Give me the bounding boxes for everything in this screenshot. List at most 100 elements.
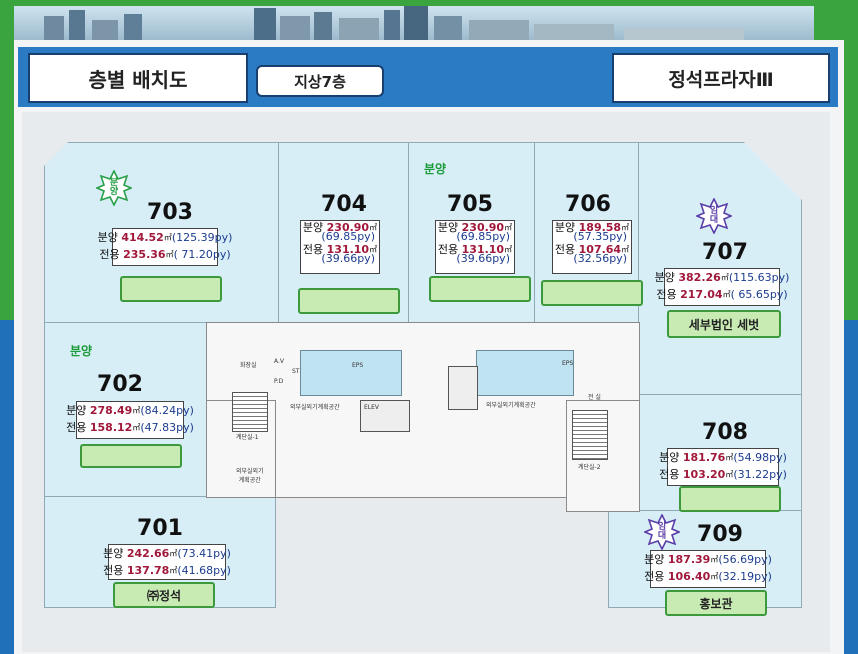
unit-number-704: 704 (321, 192, 367, 217)
sale-label: 분양 (554, 221, 576, 234)
tenant-tag-704 (298, 288, 400, 314)
use-py: (41.68py) (177, 564, 231, 577)
sale-badge-text: 분 양 (109, 178, 119, 197)
use-py: ( 71.20py) (173, 248, 231, 261)
use-label: 전용 (66, 421, 87, 434)
sale-py: (54.98py) (733, 451, 787, 464)
floor-label: 지상7층 (256, 65, 384, 97)
use-label: 전용 (554, 243, 576, 256)
core-eps-label-right: EPS (562, 360, 574, 367)
sale-area: 414.52 (121, 231, 164, 244)
use-area: 217.04 (680, 288, 723, 301)
tenant-tag-707: 세부법인 세벗 (667, 310, 781, 338)
sale-area: 187.39 (667, 553, 711, 566)
unit-suffix: ㎡ (369, 245, 378, 254)
unit-suffix: ㎡ (725, 470, 734, 479)
use-label: 전용 (99, 248, 120, 261)
sale-area: 242.66 (126, 547, 170, 560)
use-area: 103.20 (682, 468, 726, 481)
unit-number-703: 703 (147, 200, 193, 225)
tenant-tag-705 (429, 276, 531, 302)
tenant-tag-703 (120, 276, 222, 302)
use-py: (32.19py) (718, 570, 772, 583)
sale-area: 230.90 (326, 221, 370, 234)
lease-badge-707-text: 임 대 (709, 206, 719, 225)
skyline-banner (14, 6, 814, 42)
unit-suffix: ㎡ (722, 290, 731, 299)
elevator-right (448, 366, 478, 410)
unit-suffix: ㎡ (169, 549, 178, 558)
core-ac-left-label: 외부실외기 계획공간 (236, 468, 264, 484)
unit-suffix: ㎡ (725, 453, 734, 462)
unit-number-705: 705 (447, 192, 493, 217)
toilet-left (300, 350, 402, 396)
core-pd-label: P.D (274, 378, 284, 385)
unit-number-708: 708 (702, 420, 748, 445)
sale-py: (69.85py) (321, 230, 375, 243)
use-area: 158.12 (89, 421, 133, 434)
toilet-right (476, 350, 574, 396)
use-label: 전용 (302, 243, 324, 256)
page-title: 층별 배치도 (28, 53, 248, 103)
sale-label: 분양 (302, 221, 324, 234)
use-area: 131.10 (326, 243, 370, 256)
unit-number-706: 706 (565, 192, 611, 217)
tenant-tag-709: 홍보관 (665, 590, 767, 616)
core-st-label: ST (292, 368, 300, 375)
building-name: 정석프라자Ⅲ (612, 53, 830, 103)
use-label: 전용 (644, 570, 665, 583)
tenant-tag-701: ㈜정석 (113, 582, 215, 608)
sale-label: 분양 (66, 404, 87, 417)
sale-label: 분양 (103, 547, 124, 560)
core-stair2-label: 계단실-2 (578, 464, 601, 471)
unit-suffix: ㎡ (621, 245, 630, 254)
unit-number-702: 702 (97, 372, 143, 397)
core-toilet-label: 화장실 (240, 362, 257, 369)
sale-py: (125.39py) (171, 231, 233, 244)
unit-suffix: ㎡ (369, 223, 378, 232)
sale-py: (56.69py) (718, 553, 772, 566)
sale-py: (84.24py) (140, 404, 194, 417)
unit-suffix: ㎡ (504, 223, 513, 232)
unit-number-707: 707 (702, 240, 748, 265)
stair-right (572, 410, 608, 460)
unit-suffix: ㎡ (169, 566, 178, 575)
sale-label: 분양 (654, 271, 675, 284)
sale-area: 181.76 (682, 451, 726, 464)
use-py: (39.66py) (456, 252, 510, 265)
unit-suffix: ㎡ (163, 233, 172, 242)
use-py: ( 65.65py) (730, 288, 788, 301)
lease-badge-709-icon: 임 대 (642, 513, 682, 551)
sale-label: 분양 (97, 231, 118, 244)
unit-number-709: 709 (697, 522, 743, 547)
unit-suffix: ㎡ (720, 273, 729, 282)
core-stair-r-label: 전 실 (588, 394, 601, 401)
stair-left (232, 392, 268, 432)
use-label: 전용 (437, 243, 459, 256)
use-label: 전용 (659, 468, 680, 481)
sale-label: 분양 (659, 451, 680, 464)
core-elev-label: ELEV (364, 404, 380, 411)
core-hall-left-label: 외부실외기계획공간 (290, 404, 340, 411)
lease-badge-707-icon: 임 대 (694, 197, 734, 235)
sale-label: 분양 (437, 221, 459, 234)
sale-py: (115.63py) (728, 271, 790, 284)
use-py: (32.56py) (573, 252, 627, 265)
sale-py: (73.41py) (177, 547, 231, 560)
use-py: (31.22py) (733, 468, 787, 481)
unit-suffix: ㎡ (710, 572, 719, 581)
tenant-tag-708 (679, 486, 781, 512)
use-label: 전용 (656, 288, 677, 301)
core-av-label: A.V (274, 358, 285, 365)
unit-number-701: 701 (137, 516, 183, 541)
core-eps-label: EPS (352, 362, 364, 369)
